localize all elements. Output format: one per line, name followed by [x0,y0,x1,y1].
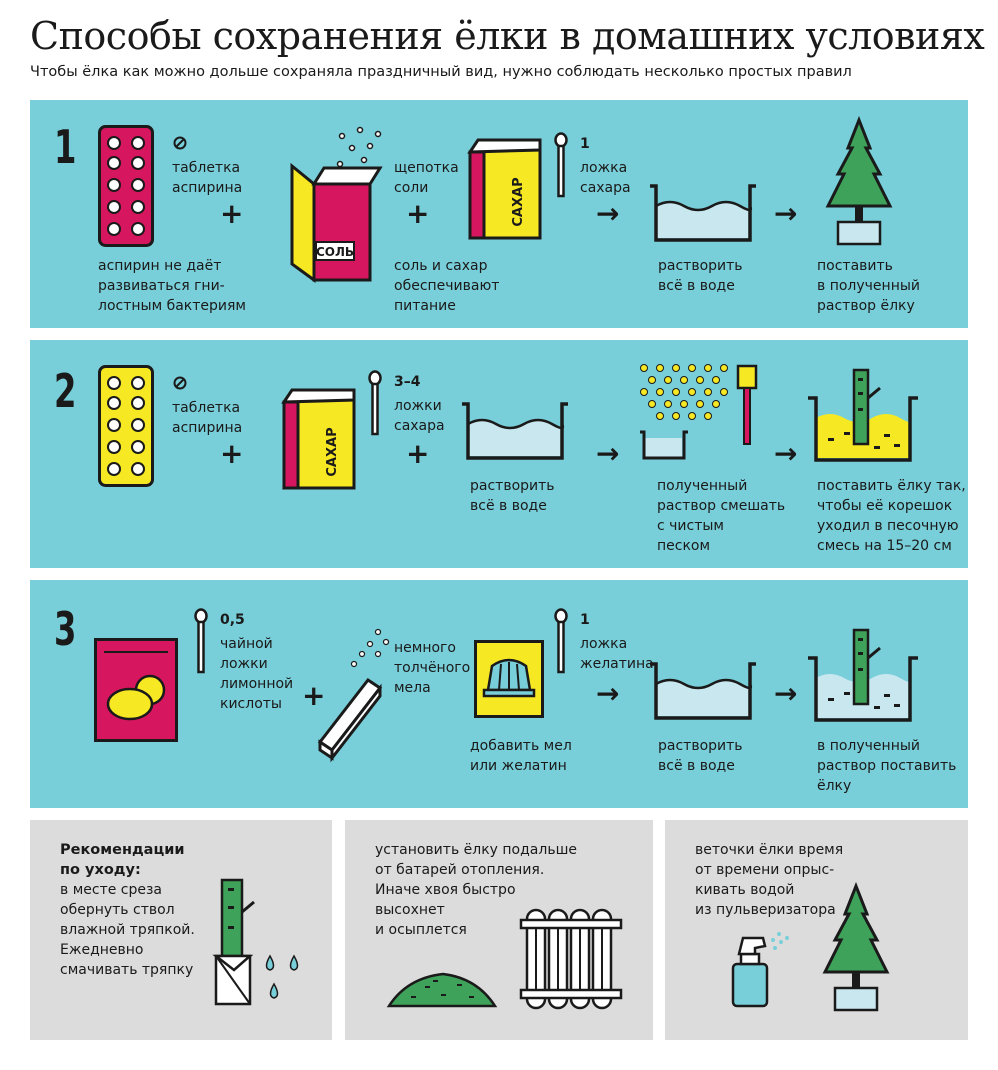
page-subtitle: Чтобы ёлка как можно дольше сохраняла пр… [30,64,852,80]
tree-in-water-icon [808,628,918,722]
arrow-icon: → [774,677,798,710]
sugar-pack-icon: САХАР [467,138,542,240]
aspirin-blister-icon [98,125,154,247]
citric-qty: 0,5 [220,612,245,628]
arrow-icon: → [596,437,620,470]
tree-in-water-icon [822,881,890,1012]
sugar-pack-label: САХАР [325,427,340,476]
spoon-icon [368,370,382,436]
step-number: 2 [54,364,77,418]
plus-sign: + [220,197,244,230]
chalk-icon [317,628,390,763]
water-basin-icon [462,402,568,460]
plus-sign: + [220,437,244,470]
plus-sign: + [406,437,430,470]
gelatin-pack-icon [474,640,544,718]
aspirin-blister-icon [98,365,154,487]
pill-icon [173,136,187,150]
radiator-icon [519,908,623,1010]
arrow-icon: → [596,197,620,230]
tree-in-water-icon [825,115,893,246]
sugar-qty: 1 [580,136,590,152]
gelatin-qty: 1 [580,612,590,628]
citric-acid-pack-icon [94,638,178,742]
arrow-icon: → [596,677,620,710]
sugar-pack-label: САХАР [511,177,526,226]
spoon-icon [554,608,568,674]
step-number: 1 [54,120,77,174]
spoon-icon [554,132,568,198]
fallen-needles-icon [386,972,498,1008]
tree-in-sand-icon [808,368,918,462]
sand-and-water-icon [640,364,758,460]
page-title: Способы сохранения ёлки в домашних услов… [30,14,985,58]
salt-pack-icon: СОЛЬ [290,126,383,283]
wrapped-trunk-icon [212,878,299,1006]
sugar-pack-icon: САХАР [281,388,356,490]
plus-sign: + [302,679,326,712]
water-basin-icon [650,662,756,720]
arrow-icon: → [774,197,798,230]
water-basin-icon [650,184,756,242]
step-number: 3 [54,602,77,656]
plus-sign: + [406,197,430,230]
sugar-qty: 3–4 [394,374,421,390]
salt-pack-label: СОЛЬ [316,245,354,259]
pill-icon [173,376,187,390]
arrow-icon: → [774,437,798,470]
spoon-icon [194,608,208,674]
spray-bottle-icon [731,932,789,1008]
